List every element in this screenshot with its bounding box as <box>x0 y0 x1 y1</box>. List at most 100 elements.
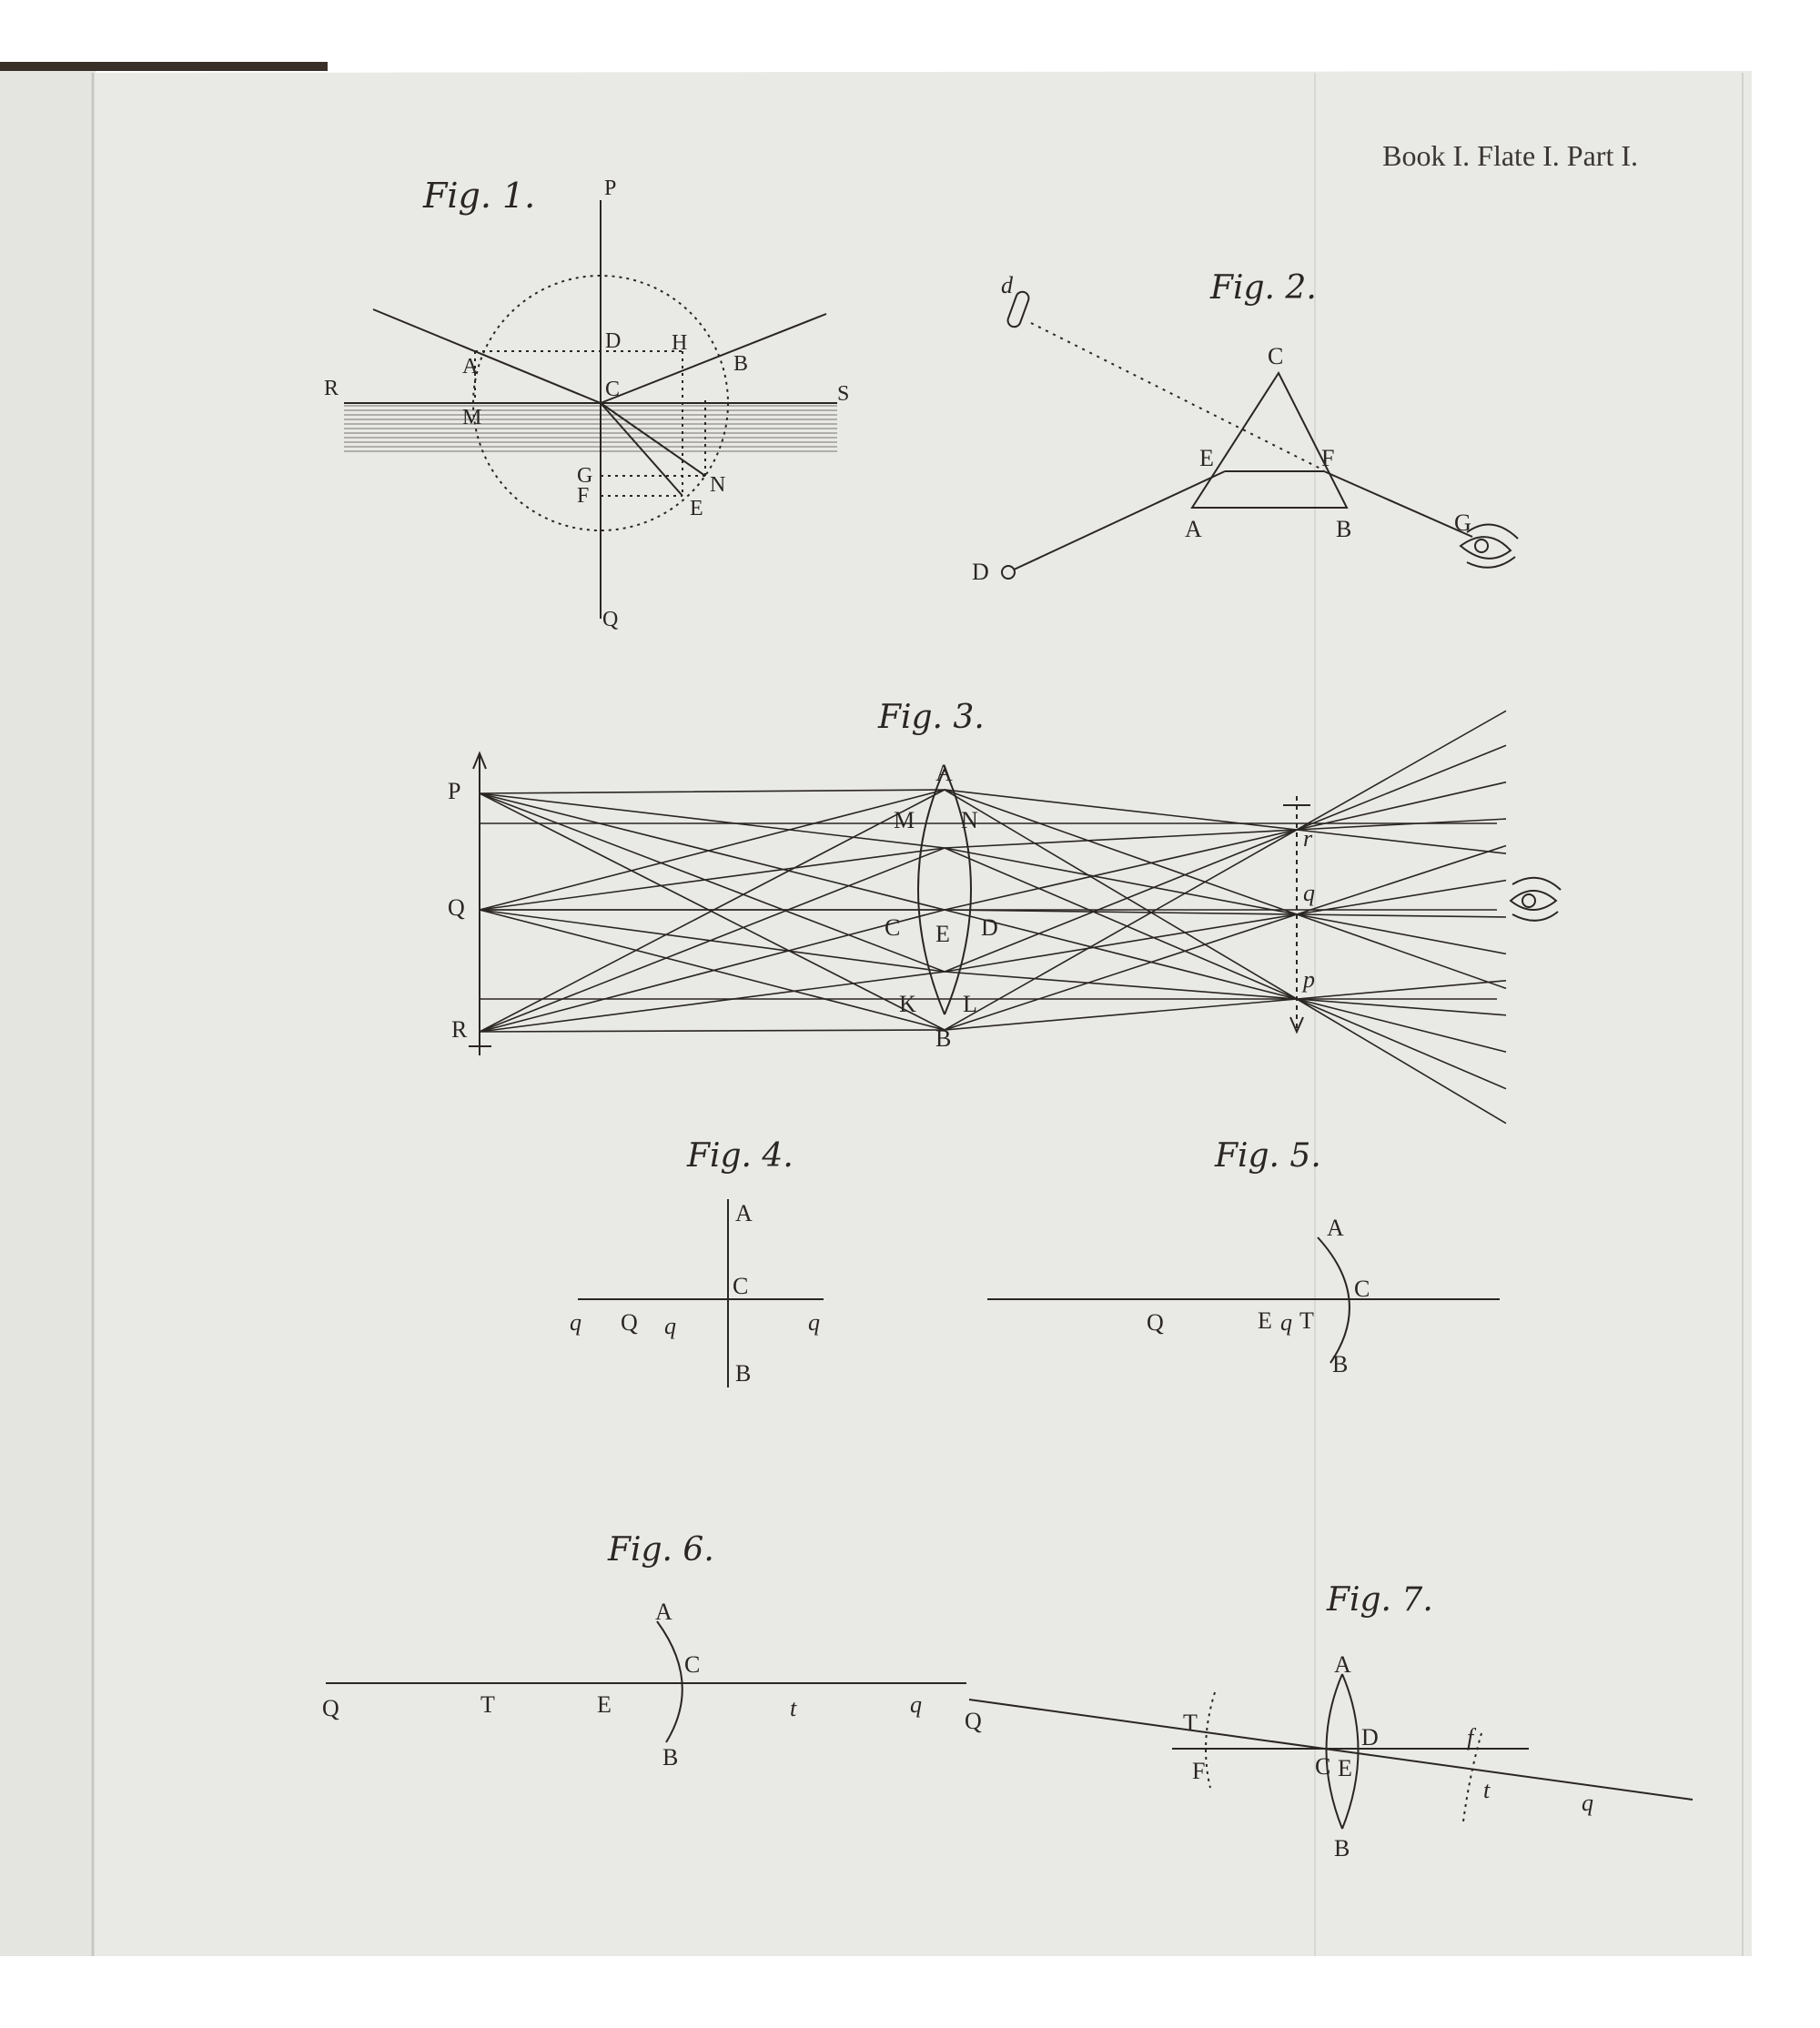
fig6-label-C: C <box>684 1651 700 1678</box>
fig5-label-A: A <box>1327 1215 1344 1241</box>
fig3-lens-left <box>917 768 945 1015</box>
fig7-lens-left <box>1325 1673 1343 1830</box>
fig3-label-N: N <box>961 807 978 833</box>
fig4-label-A: A <box>735 1200 753 1226</box>
fig2-label-G: G <box>1454 510 1471 536</box>
fig1-water-hatching <box>344 403 837 453</box>
fig3-ray-1 <box>479 792 1507 1090</box>
fig1-label-H: H <box>672 331 687 355</box>
fig5: Fig. 5. A C B Q E q T <box>987 1137 1500 1377</box>
fig3-ray-0 <box>479 789 1507 1125</box>
fig1-label-M: M <box>462 406 481 429</box>
fig3-label-A: A <box>935 760 953 786</box>
fig1-label-F: F <box>577 484 589 508</box>
fig2-dotted-ray <box>1030 322 1325 471</box>
fig3-ray-13 <box>479 744 1507 1033</box>
fig6-title: Fig. 6. <box>607 1531 714 1569</box>
fig3-ray-4 <box>479 792 1507 1031</box>
fig5-label-T: T <box>1299 1307 1314 1334</box>
fig7-label-Q: Q <box>965 1708 982 1734</box>
fig7-label-f: f <box>1467 1724 1477 1751</box>
fig5-label-Q: Q <box>1147 1309 1164 1336</box>
book-binding <box>0 62 328 71</box>
fig3-label-E: E <box>935 921 950 947</box>
fig1-label-G: G <box>577 464 592 488</box>
fig7: Fig. 7. A B Q T F C E D f t q <box>965 1581 1694 1862</box>
fig1-label-A: A <box>462 355 479 378</box>
fig2-ray-DE <box>1011 470 1226 571</box>
fig3-label-D: D <box>981 914 998 941</box>
fig1-label-S: S <box>837 382 849 406</box>
fig7-lens-right <box>1341 1673 1360 1830</box>
fig6-label-t: t <box>790 1695 797 1721</box>
left-page-edge <box>0 71 96 1956</box>
fig6-label-A: A <box>655 1599 672 1625</box>
fig4-title: Fig. 4. <box>686 1137 794 1175</box>
fig1-reflected-ray <box>600 313 827 404</box>
fig3-rays <box>479 710 1507 1125</box>
fig3-ray-6 <box>479 847 1507 955</box>
fig3: Fig. 3. P Q R A B M N C E D <box>448 699 1562 1125</box>
fig6-label-Q: Q <box>322 1695 339 1721</box>
fig3-ray-2 <box>479 792 1507 1053</box>
fig3-image-arrowhead <box>1289 1016 1304 1034</box>
fig4-label-C: C <box>733 1273 748 1299</box>
fig3-label-R: R <box>451 1016 468 1043</box>
fig3-ray-5 <box>479 789 1507 990</box>
fig1-dotted-circle <box>472 275 729 531</box>
fig7-label-C: C <box>1315 1753 1330 1780</box>
fig3-label-P: P <box>448 778 460 804</box>
fig3-label-M: M <box>894 807 915 833</box>
fig1-label-P: P <box>604 177 616 200</box>
fig5-label-B: B <box>1332 1351 1348 1377</box>
fig1-incident-ray <box>372 308 602 404</box>
fig7-title: Fig. 7. <box>1326 1581 1433 1619</box>
fig1-label-N: N <box>710 473 725 497</box>
fig2-label-D: D <box>972 559 989 585</box>
fig7-label-t: t <box>1483 1777 1491 1803</box>
fig5-label-E: E <box>1258 1307 1272 1334</box>
fig1-label-Q: Q <box>602 608 618 631</box>
fig6-label-B: B <box>662 1744 678 1771</box>
fig2-ray-FG <box>1323 470 1473 538</box>
fig7-dotted-arc-right <box>1462 1732 1482 1822</box>
fig5-label-q: q <box>1280 1309 1292 1336</box>
fig3-ray-10 <box>479 789 1507 1033</box>
fig4-label-q3: q <box>808 1309 820 1336</box>
fig2-object-d <box>1006 290 1030 328</box>
fig2-point-D <box>1001 565 1016 580</box>
fig2-label-F: F <box>1321 445 1334 471</box>
fig3-label-r: r <box>1303 825 1313 852</box>
fig7-label-E: E <box>1338 1755 1352 1781</box>
fig1-label-R: R <box>324 377 339 400</box>
fig7-label-T: T <box>1183 1710 1198 1736</box>
fig3-label-K: K <box>899 991 916 1017</box>
fig1-label-B: B <box>733 352 748 376</box>
fig7-label-D: D <box>1361 1724 1379 1751</box>
fig6: Fig. 6. A C B Q T E t q <box>322 1531 966 1771</box>
fig5-title: Fig. 5. <box>1214 1137 1321 1175</box>
fig7-label-F: F <box>1192 1758 1205 1784</box>
fig3-ray-8 <box>479 879 1507 973</box>
fig3-label-q: q <box>1303 880 1315 906</box>
fig4-label-q1: q <box>570 1309 581 1336</box>
fig3-label-B: B <box>935 1025 951 1052</box>
fig2: Fig. 2. d C E F A B D G <box>972 269 1519 585</box>
fig2-label-A: A <box>1185 516 1202 542</box>
fig2-eye-icon <box>1459 523 1519 569</box>
fig3-label-C: C <box>885 914 900 941</box>
fig6-label-E: E <box>597 1691 612 1718</box>
fig4: Fig. 4. A C B q Q q q <box>570 1137 824 1387</box>
fig3-ray-11 <box>479 818 1507 1033</box>
fig3-ray-3 <box>479 792 1507 1016</box>
fig4-label-Q: Q <box>621 1309 638 1336</box>
fig1: Fig. 1. P Q R S A B C D H <box>324 176 849 631</box>
fig3-label-Q: Q <box>448 894 465 921</box>
fig2-title: Fig. 2. <box>1209 269 1317 307</box>
fig5-label-C: C <box>1354 1276 1370 1302</box>
fig2-label-B: B <box>1336 516 1351 542</box>
fig3-label-L: L <box>963 991 977 1017</box>
fig3-lens-right <box>944 768 972 1015</box>
fig7-oblique-ray <box>968 1699 1694 1801</box>
